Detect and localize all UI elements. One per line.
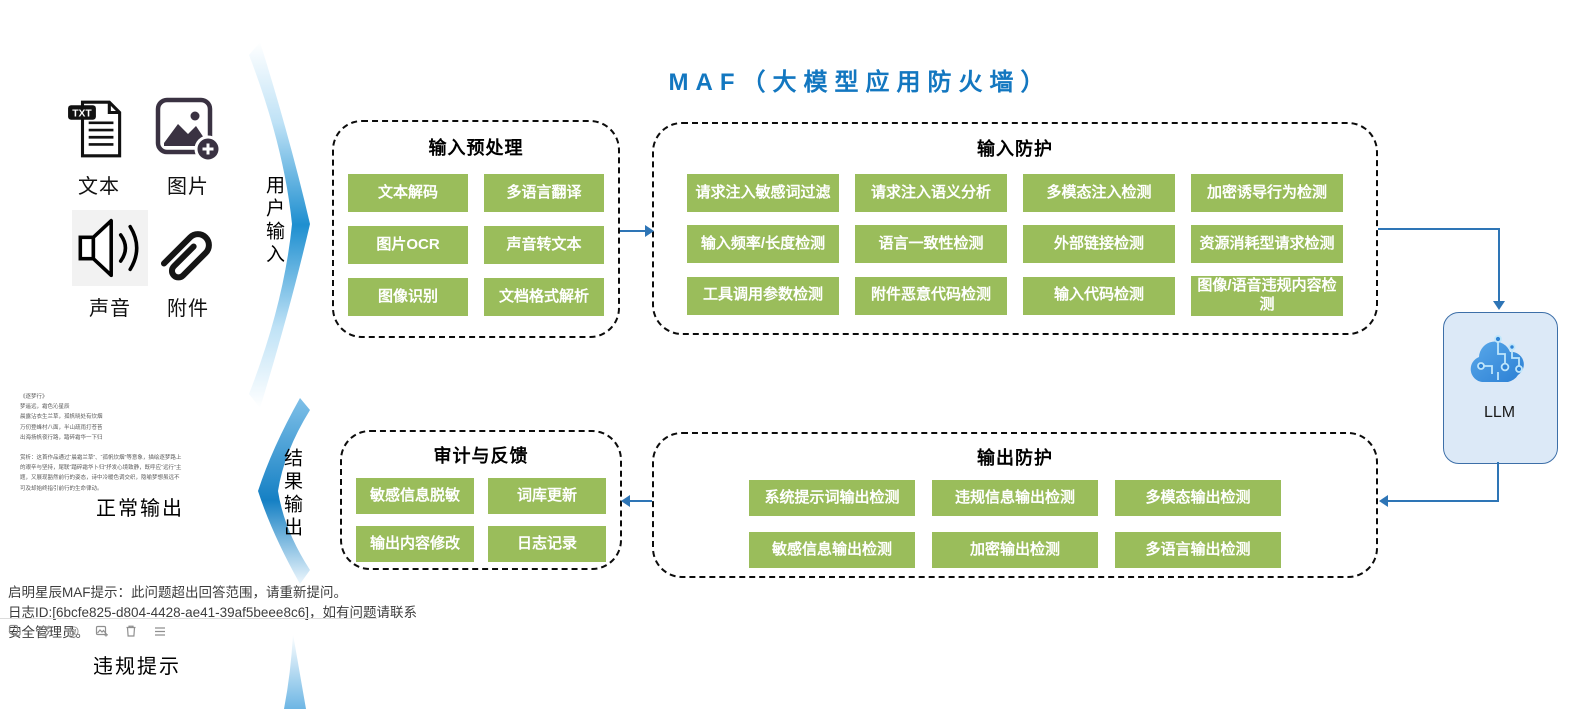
llm-box (1443, 312, 1558, 464)
arrowhead-left (621, 495, 630, 507)
module-button: 敏感信息脱敏 (356, 478, 474, 514)
message-toolbar: @ (8, 624, 167, 638)
copy-icon[interactable] (8, 624, 22, 638)
llm-label: LLM (1483, 404, 1516, 421)
module-button: 加密诱导行为检测 (1191, 174, 1343, 212)
user-input-arrow (238, 42, 316, 408)
preprocessing-title: 输入预处理 (428, 138, 524, 158)
module-button: 图片OCR (348, 226, 468, 264)
svg-text:TXT: TXT (72, 109, 92, 120)
refresh-icon[interactable] (37, 624, 51, 638)
divider (0, 618, 377, 619)
module-button: 系统提示词输出检测 (749, 480, 915, 516)
module-button: 词库更新 (488, 478, 606, 514)
audit-box: 审计与反馈 敏感信息脱敏 词库更新 输出内容修改 日志记录 (340, 430, 622, 570)
user-input-flow-label: 用户输入 (263, 175, 284, 267)
arrowhead-down (1493, 301, 1505, 310)
input-text-label: 文本 (78, 176, 120, 198)
module-button: 输入代码检测 (1023, 276, 1175, 315)
connector-outprot-to-audit (630, 500, 652, 502)
normal-output-label: 正常输出 (96, 498, 184, 520)
input-protection-box: 输入防护 请求注入敏感词过滤 请求注入语义分析 多模态注入检测 加密诱导行为检测… (652, 122, 1378, 335)
image-plus-icon (152, 94, 224, 166)
module-button: 请求注入敏感词过滤 (687, 174, 839, 212)
module-button: 多语言翻译 (484, 174, 604, 212)
module-button: 外部链接检测 (1023, 225, 1175, 263)
connector-inputprot-to-llm-h (1378, 228, 1500, 230)
module-button: 违规信息输出检测 (932, 480, 1098, 516)
normal-output-sample-text: 《逐梦行》 梦遥远，霜色沁星辰 晨露沾衣生兰草，孤帆晓处有炊烟 万仞登峰村八面，… (20, 394, 182, 492)
result-output-arrow (256, 398, 320, 584)
module-button: 语言一致性检测 (855, 225, 1007, 263)
arrowhead-left (1379, 495, 1388, 507)
violation-label: 违规提示 (93, 656, 181, 678)
result-output-arrow-tail (278, 634, 308, 709)
module-button: 附件恶意代码检测 (855, 276, 1007, 315)
connector-llm-to-outprot-h (1388, 500, 1499, 502)
speaker-icon (72, 210, 148, 286)
menu-icon[interactable] (153, 624, 167, 638)
module-button: 输出内容修改 (356, 526, 474, 562)
module-button: 多模态输出检测 (1115, 480, 1281, 516)
output-protection-title: 输出防护 (977, 448, 1053, 468)
page-title: MAF（大模型应用防火墙） (668, 69, 1052, 96)
arrowhead-right (645, 225, 654, 237)
module-button: 资源消耗型请求检测 (1191, 225, 1343, 263)
module-button: 敏感信息输出检测 (749, 532, 915, 568)
module-button: 多语言输出检测 (1115, 532, 1281, 568)
result-output-flow-label: 结果输出 (281, 448, 302, 540)
connector-preproc-to-inputprot (620, 230, 646, 232)
trash-icon[interactable] (124, 624, 138, 638)
llm-cloud-icon (1462, 330, 1538, 390)
connector-inputprot-to-llm-v (1498, 228, 1500, 302)
input-attachment-label: 附件 (167, 298, 209, 320)
txt-file-icon: TXT (66, 96, 132, 162)
input-image-label: 图片 (167, 176, 209, 198)
module-button: 请求注入语义分析 (855, 174, 1007, 212)
input-audio-label: 声音 (89, 298, 131, 320)
output-protection-box: 输出防护 系统提示词输出检测 违规信息输出检测 多模态输出检测 敏感信息输出检测… (652, 432, 1378, 578)
module-button: 加密输出检测 (932, 532, 1098, 568)
violation-message-line1: 启明星辰MAF提示：此问题超出回答范围，请重新提问。 (8, 585, 347, 600)
module-button: 声音转文本 (484, 226, 604, 264)
at-icon[interactable]: @ (66, 623, 80, 639)
module-button: 文档格式解析 (484, 278, 604, 316)
connector-llm-to-outprot-v (1497, 462, 1499, 502)
module-button: 日志记录 (488, 526, 606, 562)
preprocessing-box: 输入预处理 文本解码 多语言翻译 图片OCR 声音转文本 图像识别 文档格式解析 (332, 120, 620, 338)
input-protection-title: 输入防护 (977, 139, 1053, 159)
module-button: 工具调用参数检测 (687, 276, 839, 315)
paperclip-icon (150, 214, 226, 296)
module-button: 文本解码 (348, 174, 468, 212)
audit-title: 审计与反馈 (433, 446, 529, 466)
module-button: 图像/语音违规内容检测 (1191, 276, 1343, 316)
module-button: 输入频率/长度检测 (687, 225, 839, 263)
image-insert-icon[interactable] (95, 624, 109, 638)
module-button: 多模态注入检测 (1023, 174, 1175, 212)
module-button: 图像识别 (348, 278, 468, 316)
